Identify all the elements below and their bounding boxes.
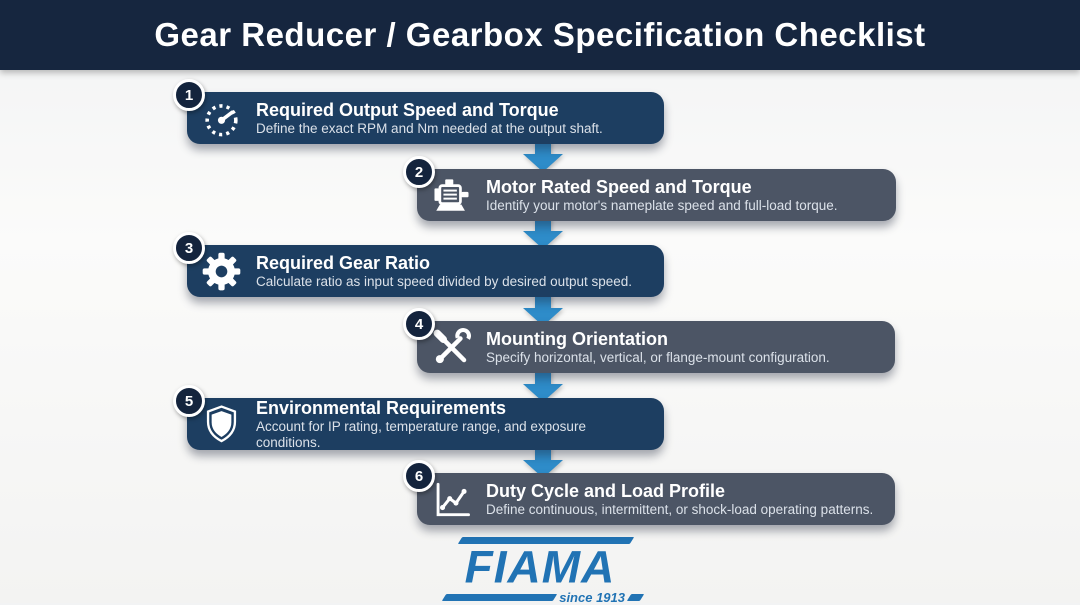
motor-icon [430, 174, 473, 217]
step-subtitle: Calculate ratio as input speed divided b… [256, 274, 632, 290]
down-arrow-icon [523, 445, 563, 478]
down-arrow-icon [523, 293, 563, 326]
step-number-badge: 2 [403, 156, 435, 188]
fiama-logo: FIAMA since 1913 [434, 537, 646, 605]
step-number-badge: 5 [173, 385, 205, 417]
tools-icon [430, 326, 473, 369]
step-subtitle: Account for IP rating, temperature range… [256, 419, 586, 450]
down-arrow-icon [523, 216, 563, 249]
step-required-output-speed: 1 Required Output Speed and Torque Defin… [173, 79, 664, 144]
step-title: Environmental Requirements [256, 398, 507, 419]
step-subtitle: Define the exact RPM and Nm needed at th… [256, 121, 603, 137]
step-number-badge: 6 [403, 460, 435, 492]
step-title: Required Output Speed and Torque [256, 99, 559, 120]
step-subtitle: Specify horizontal, vertical, or flange-… [486, 350, 830, 366]
down-arrow-icon [523, 139, 563, 172]
logo-bottom-bar-end [626, 594, 645, 602]
step-title: Required Gear Ratio [256, 252, 431, 273]
gear-icon [200, 250, 243, 293]
header-banner: Gear Reducer / Gearbox Specification Che… [0, 0, 1080, 70]
step-number-badge: 3 [173, 232, 205, 264]
page-title: Gear Reducer / Gearbox Specification Che… [154, 16, 926, 53]
step-number-badge: 4 [403, 308, 435, 340]
step-subtitle: Define continuous, intermittent, or shoc… [486, 502, 874, 518]
gauge-icon [200, 97, 243, 140]
chart-line-icon [430, 478, 473, 521]
logo-bottom-bar [441, 594, 558, 602]
step-title: Mounting Orientation [486, 328, 668, 349]
step-subtitle: Identify your motor's nameplate speed an… [486, 198, 838, 214]
step-environmental-requirements: 5 Environmental Requirements Account for… [173, 385, 664, 450]
step-number-badge: 1 [173, 79, 205, 111]
logo-tagline: since 1913 [559, 590, 625, 605]
logo-brand-text: FIAMA [464, 541, 616, 593]
step-title: Motor Rated Speed and Torque [486, 176, 752, 197]
down-arrow-icon [523, 369, 563, 402]
shield-icon [200, 403, 243, 446]
step-mounting-orientation: 4 Mounting Orientation Specify horizonta… [403, 308, 895, 373]
step-motor-rated-speed: 2 Motor Rated Speed and Torque Identify … [403, 156, 896, 221]
step-required-gear-ratio: 3 Required Gear Ratio Calculate ratio as… [173, 232, 664, 297]
step-duty-cycle-load-profile: 6 Duty Cycle and Load Profile Define con… [403, 460, 895, 525]
step-title: Duty Cycle and Load Profile [486, 480, 726, 501]
